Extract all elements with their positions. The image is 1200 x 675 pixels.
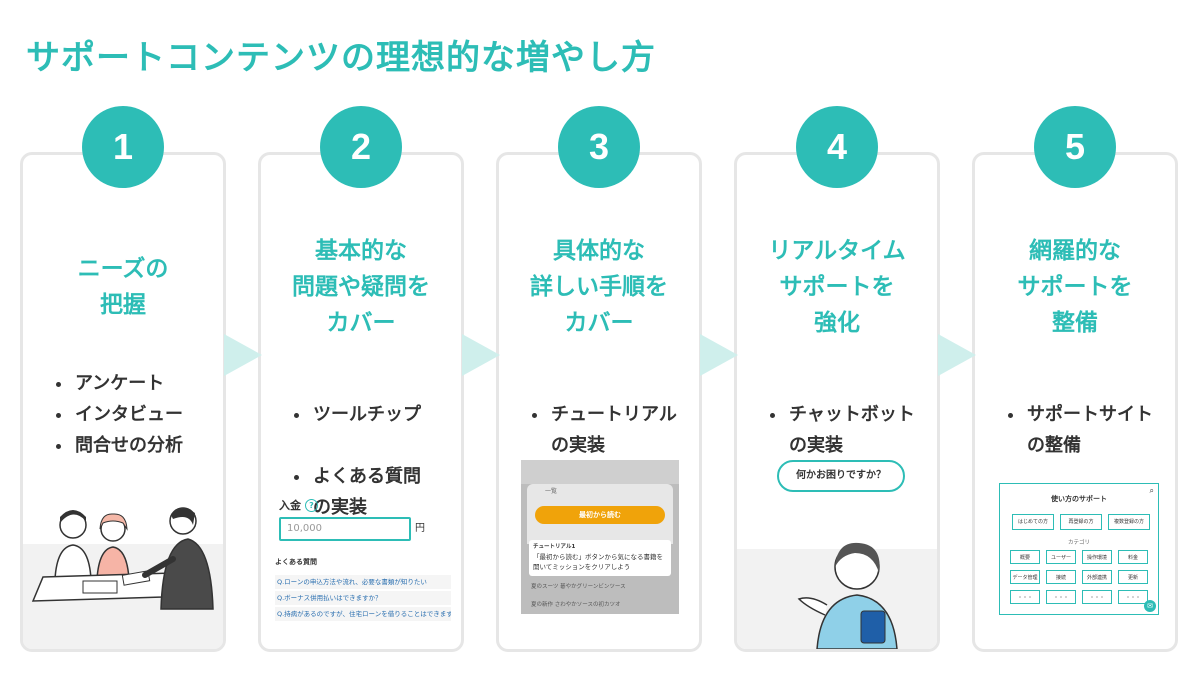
heading-line: 整備 [1052,310,1098,336]
top-button[interactable]: 再登録の方 [1060,514,1102,530]
meeting-illustration [23,507,223,649]
faq-item[interactable]: Q.持病があるのですが、住宅ローンを借りることはできますか？ [275,607,451,621]
bullet-list: アンケート インタビュー 問合せの分析 [53,368,183,461]
category-button[interactable]: 料金 [1118,550,1148,564]
bullet-list: サポートサイト の整備 [1005,368,1153,492]
heading-line: ニーズの [77,256,169,282]
sheet-tab[interactable]: 一覧 [545,488,558,495]
list-item[interactable]: 夏のスーツ 碁やかグリーンビンツース [531,584,626,590]
page-title: サポートコンテンツの理想的な増やし方 [26,38,656,78]
support-site-mock: ⌕ 使い方のサポート はじめての方 再登録の方 複数登録の方 カテゴリ 概要 ユ… [999,483,1159,615]
category-button[interactable]: 接続 [1046,570,1076,584]
step-card-4: リアルタイム サポートを 強化 チャットボット の実装 何かお困りですか？ [734,152,940,652]
support-agent-illustration [737,542,937,649]
chat-bubble: 何かお困りですか？ [777,460,905,492]
step-heading: 網羅的な サポートを 整備 [975,233,1175,341]
help-icon[interactable]: ? [305,498,318,512]
step-number-1: 1 [82,106,164,188]
heading-line: 網羅的な [1029,238,1121,264]
flow-arrow [700,334,738,376]
step-number-2: 2 [320,106,402,188]
top-button[interactable]: 複数登録の方 [1108,514,1150,530]
bullet-item: インタビュー [73,399,183,430]
heading-line: 具体的な [553,238,645,264]
category-button[interactable]: データ管理 [1010,570,1040,584]
heading-line: 詳しい手順を [530,274,668,300]
bullet-item: アンケート [73,368,183,399]
heading-line: リアルタイム [768,238,906,264]
tutorial-tooltip: チュートリアル1 「最初から読む」ボタンから気になる書籍を開いてミッションをクリ… [529,540,671,576]
bullet-item: チャットボット の実装 [787,399,915,461]
category-grid: 概要 ユーザー 操作環境 料金 データ管理 接続 外部連携 更新 ・・・ ・・・… [1010,550,1148,604]
tutorial-mock: 一覧 最初から読む チュートリアル1 「最初から読む」ボタンから気になる書籍を開… [521,460,679,614]
category-button[interactable]: ・・・ [1082,590,1112,604]
bullet-list: チュートリアル の実装 [529,368,677,492]
list-item[interactable]: 夏の新作 さわやかソースの初カツオ [531,602,621,608]
yen-unit: 円 [415,523,425,534]
step-card-5: 網羅的な サポートを 整備 サポートサイト の整備 ⌕ 使い方のサポート はじめ… [972,152,1178,652]
category-button[interactable]: ・・・ [1010,590,1040,604]
tooltip-title: チュートリアル1 [533,544,576,550]
category-button[interactable]: ユーザー [1046,550,1076,564]
bullet-item: よくある質問 の実装 [311,461,421,523]
faq-item[interactable]: Q.ボーナス併用払いはできますか？ [275,591,451,605]
top-buttons: はじめての方 再登録の方 複数登録の方 [1012,514,1150,530]
step-card-1: ニーズの 把握 アンケート インタビュー 問合せの分析 [20,152,226,652]
bullet-item: ツールチップ [311,399,421,430]
faq-mock: よくある質問 Q.ローンの申込方法や流れ、必要な書類が知りたい Q.ボーナス併用… [275,555,451,621]
step-number-4: 4 [796,106,878,188]
category-button[interactable]: ・・・ [1118,590,1148,604]
site-title: 使い方のサポート [1051,495,1107,503]
amount-input[interactable]: 10,000 [279,517,411,541]
bullet-list: チャットボット の実装 [767,368,915,492]
bullet-item: サポートサイト の整備 [1025,399,1153,461]
amount-label-text: 入金 [279,499,301,512]
search-icon[interactable]: ⌕ [1149,486,1154,495]
amount-label: 入金 ? [279,497,454,513]
category-button[interactable]: 更新 [1118,570,1148,584]
sheet: 一覧 最初から読む [527,484,673,544]
heading-line: サポートを [779,274,895,300]
step-card-3: 具体的な 詳しい手順を カバー チュートリアル の実装 一覧 最初から読む チュ… [496,152,702,652]
heading-line: カバー [564,310,634,336]
heading-line: 問題や疑問を [292,274,430,300]
phone-header [521,460,679,484]
bullet-item: 問合せの分析 [73,430,183,461]
top-button[interactable]: はじめての方 [1012,514,1054,530]
step-heading: 基本的な 問題や疑問を カバー [261,233,461,341]
category-label: カテゴリ [1067,540,1090,546]
flow-arrow [938,334,976,376]
step-number-3: 3 [558,106,640,188]
tooltip-mock: 入金 ? 10,000 円 [279,497,454,541]
faq-item[interactable]: Q.ローンの申込方法や流れ、必要な書類が知りたい [275,575,451,589]
faq-title: よくある質問 [275,558,317,566]
chat-icon[interactable]: ✉ [1144,600,1156,612]
bullet-list: ツールチップ よくある質問 の実装 [291,368,421,554]
bullet-item: チュートリアル の実装 [549,399,677,461]
step-heading: リアルタイム サポートを 強化 [737,233,937,341]
flow-arrow [224,334,262,376]
heading-line: サポートを [1017,274,1133,300]
tooltip-text: 「最初から読む」ボタンから気になる書籍を開いてミッションをクリアしよう [533,553,663,571]
category-button[interactable]: 概要 [1010,550,1040,564]
category-button[interactable]: 外部連携 [1082,570,1112,584]
step-heading: ニーズの 把握 [23,251,223,323]
heading-line: 強化 [814,310,860,336]
step-number-5: 5 [1034,106,1116,188]
heading-line: 把握 [100,292,146,318]
category-button[interactable]: ・・・ [1046,590,1076,604]
heading-line: カバー [326,310,396,336]
flow-arrow [462,334,500,376]
heading-line: 基本的な [315,238,407,264]
step-card-2: 基本的な 問題や疑問を カバー ツールチップ よくある質問 の実装 入金 ? 1… [258,152,464,652]
step-heading: 具体的な 詳しい手順を カバー [499,233,699,341]
start-reading-button[interactable]: 最初から読む [535,506,665,524]
category-button[interactable]: 操作環境 [1082,550,1112,564]
